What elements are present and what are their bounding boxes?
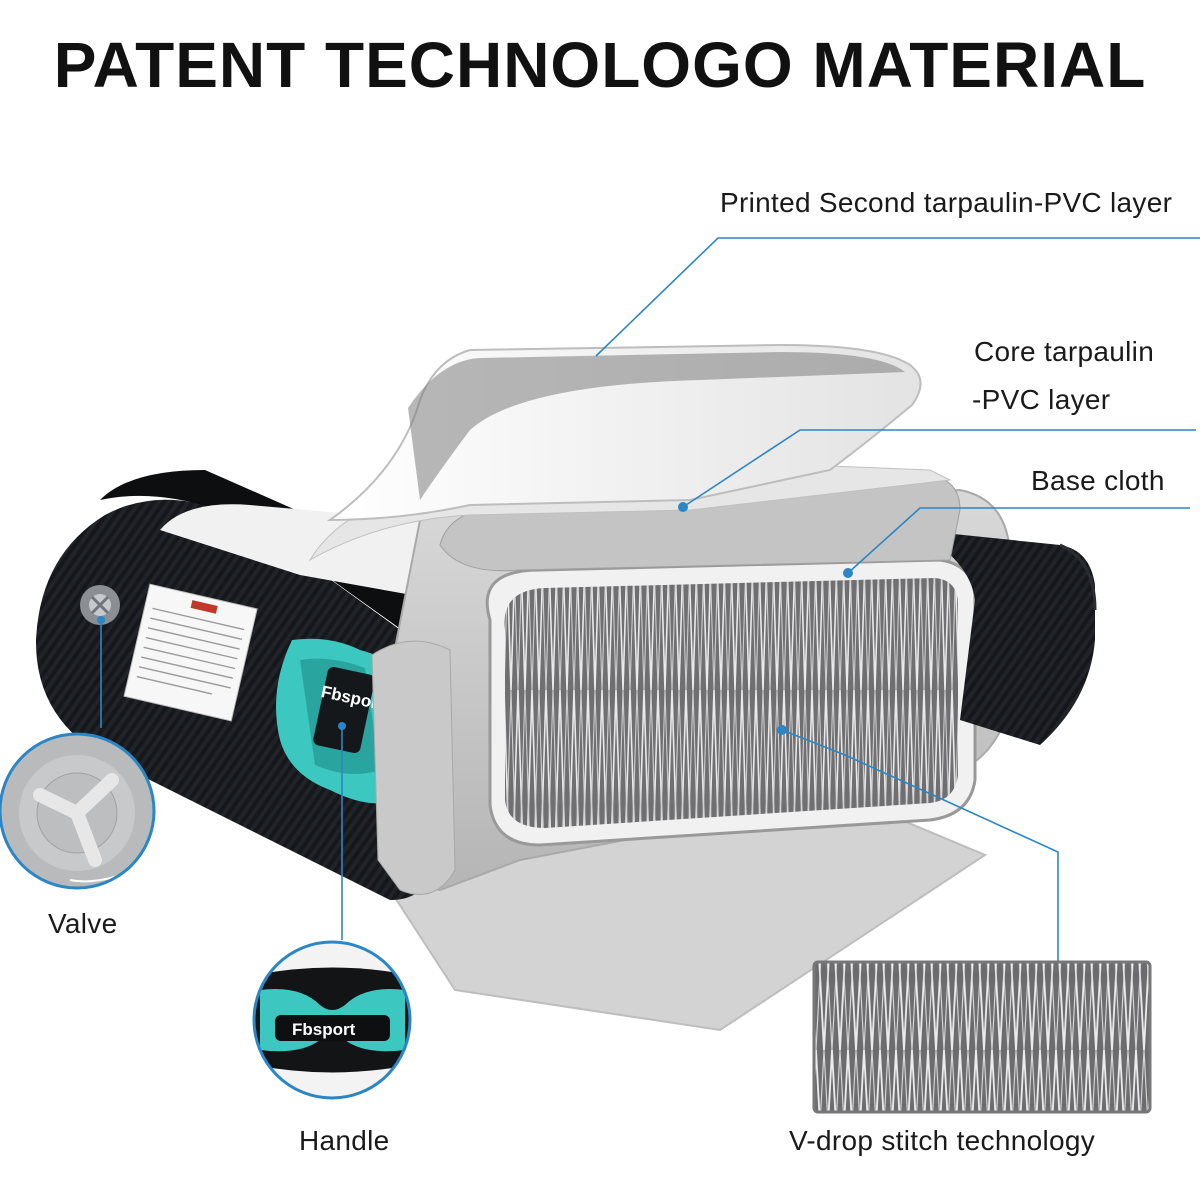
- side-panel: [371, 640, 456, 895]
- right-board-edge: [1059, 543, 1097, 611]
- svg-text:Fbsport: Fbsport: [292, 1020, 356, 1039]
- core-layer-label-line1: Core tarpaulin: [974, 336, 1155, 367]
- vdrop-detail-inset: [812, 960, 1152, 1114]
- base-cloth-label: Base cloth: [1031, 465, 1165, 496]
- drop-stitch-core: [485, 558, 977, 847]
- right-board-flap: [915, 530, 1095, 745]
- core-layer-label-line2: -PVC layer: [972, 384, 1111, 415]
- callout-dots: [97, 502, 853, 735]
- handle-detail-inset: Fbsport: [252, 940, 412, 1100]
- core-layer-line: [682, 429, 1196, 508]
- warning-label: [123, 583, 258, 722]
- valve-icon: [80, 585, 120, 625]
- printed-layer-line: [595, 237, 1200, 357]
- valve-detail-inset: [0, 732, 156, 890]
- page-title: PATENT TECHNOLOGO MATERIAL: [53, 29, 1147, 101]
- vdrop-label: V-drop stitch technology: [789, 1125, 1096, 1156]
- handle-label: Handle: [299, 1125, 390, 1156]
- printed-layer-label: Printed Second tarpaulin-PVC layer: [720, 187, 1173, 218]
- base-cloth-line: [847, 507, 1190, 574]
- printed-layer-underside: [408, 352, 905, 500]
- vdrop-line: [781, 729, 1059, 962]
- valve-label: Valve: [48, 908, 118, 939]
- callout-lines: [100, 237, 1200, 962]
